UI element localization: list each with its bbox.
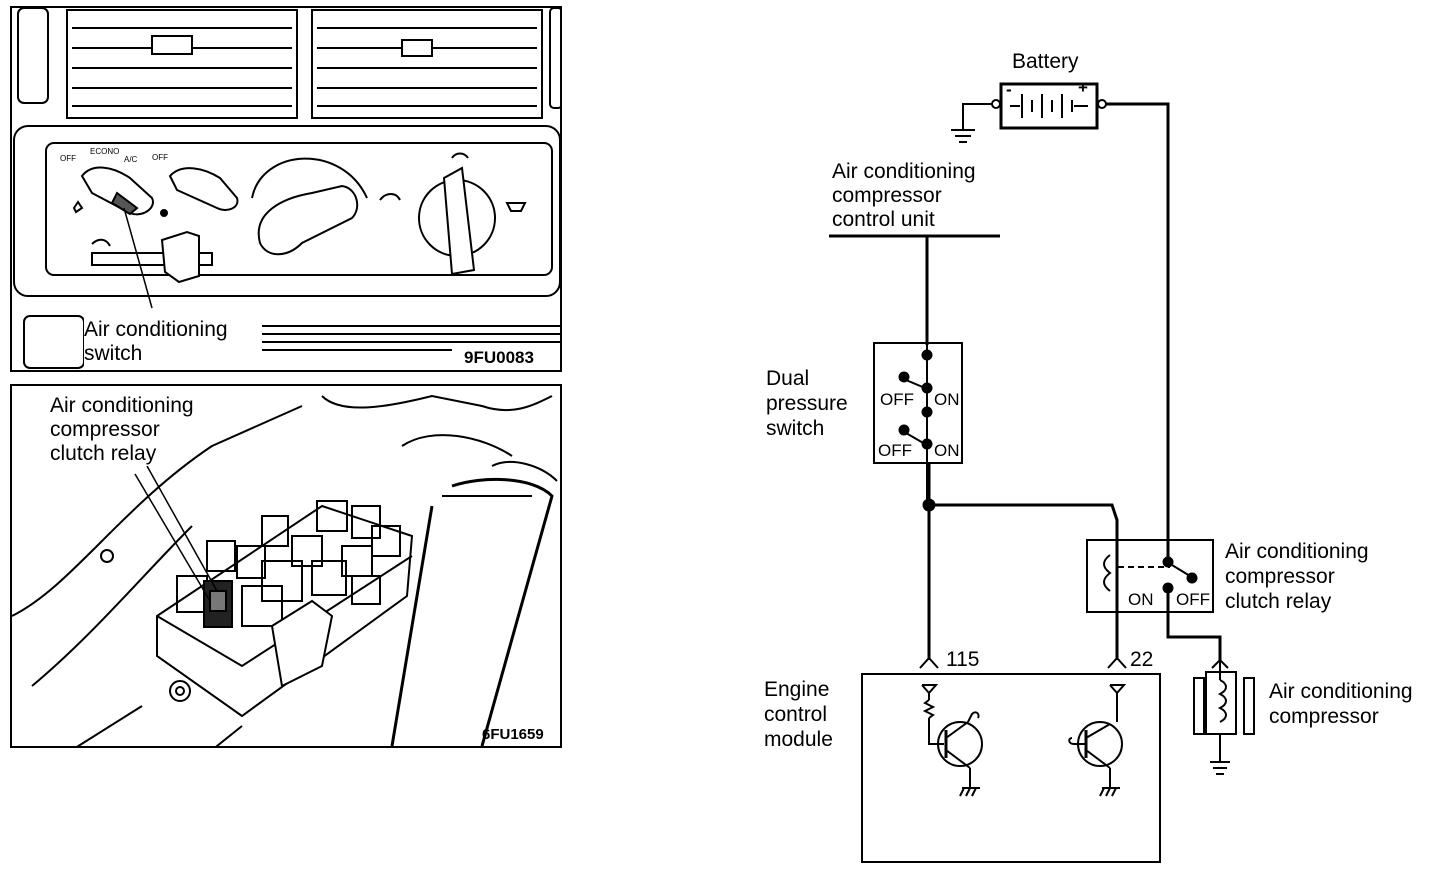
battery-label: Battery	[1012, 50, 1079, 73]
dual-switch-line3: switch	[766, 417, 825, 440]
dual-switch-off-1: OFF	[880, 390, 914, 409]
ecm-line3: module	[764, 728, 833, 751]
dual-switch-on-2: ON	[934, 441, 960, 460]
figure-code-bottom: 6FU1659	[482, 726, 544, 743]
compressor-line2: compressor	[1269, 705, 1379, 728]
ecm-line2: control	[764, 703, 828, 726]
dual-switch-line1: Dual	[766, 367, 810, 390]
relay-off-label: OFF	[1176, 590, 1210, 609]
control-panel	[13, 125, 560, 297]
ac-switch-label-line1: Air conditioning	[84, 318, 228, 342]
dual-switch-off-2: OFF	[878, 441, 912, 460]
center-vent-left	[66, 9, 298, 119]
dashboard-drawing: OFF ECONO A/C OFF	[13, 8, 560, 369]
engine-bay-drawing	[12, 394, 558, 746]
knob-label-econo: ECONO	[90, 147, 119, 156]
relay-on-label: ON	[1128, 590, 1154, 609]
ecm-pin-115: 115	[946, 648, 980, 671]
ac-switch-label-line2: switch	[84, 342, 143, 366]
knob-label-off2: OFF	[152, 153, 168, 162]
relay-diagram-line1: Air conditioning	[1225, 540, 1369, 563]
relay-diagram-line2: compressor	[1225, 565, 1335, 588]
relay-diagram-line3: clutch relay	[1225, 590, 1332, 613]
relay-label-line1: Air conditioning	[50, 394, 194, 418]
control-unit-line1: Air conditioning	[832, 160, 976, 183]
control-unit-line2: compressor	[832, 184, 942, 207]
knob-label-off: OFF	[60, 154, 76, 163]
ecm-line1: Engine	[764, 678, 830, 701]
ecm-box	[861, 673, 1161, 863]
relay-location-illustration: Air conditioning compressor clutch relay…	[10, 384, 562, 748]
battery-minus: -	[1006, 80, 1012, 99]
ac-switch-illustration: OFF ECONO A/C OFF Air conditioning switc…	[10, 6, 562, 372]
dual-switch-line2: pressure	[766, 392, 848, 415]
figure-code-top: 9FU0083	[464, 348, 534, 367]
battery-plus: +	[1078, 78, 1088, 97]
knob-label-ac: A/C	[124, 155, 138, 164]
left-vent-frame	[17, 8, 49, 104]
compressor-line1: Air conditioning	[1269, 680, 1413, 703]
control-unit-line3: control unit	[832, 208, 935, 231]
relay-label-line3: clutch relay	[50, 442, 157, 466]
ecm-pin-22: 22	[1130, 648, 1154, 671]
dual-switch-on-1: ON	[934, 390, 960, 409]
center-vent-right	[311, 9, 543, 119]
relay-label-line2: compressor	[50, 418, 160, 442]
